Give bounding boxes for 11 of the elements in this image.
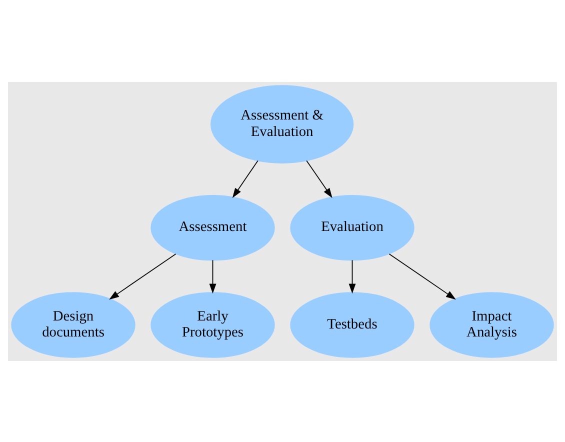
node-ellipse: Testbeds: [290, 292, 414, 358]
node-ellipse: Assessment: [150, 194, 275, 260]
arrow: [109, 253, 176, 300]
node-ellipse: Evaluation: [290, 194, 414, 260]
arrow: [306, 160, 332, 198]
arrow: [232, 160, 258, 198]
arrow: [209, 259, 216, 294]
node-ellipse: Early Prototypes: [150, 292, 275, 358]
arrow: [348, 259, 356, 294]
node-ellipse: Assessment & Evaluation: [210, 84, 354, 163]
arrow: [388, 253, 456, 300]
